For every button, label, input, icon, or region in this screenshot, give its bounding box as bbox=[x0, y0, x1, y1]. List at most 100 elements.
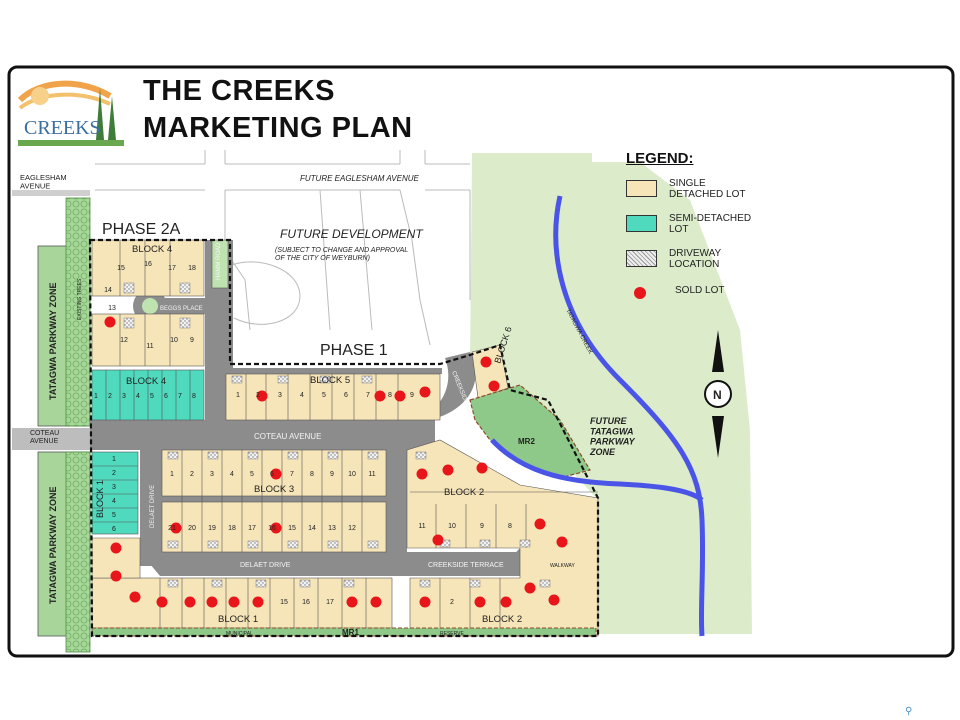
lot-number: 2 bbox=[450, 599, 454, 606]
tatagwa-parkway-zone-north: TATAGWA PARKWAY ZONE bbox=[48, 282, 58, 400]
sold-lot-dot bbox=[419, 386, 431, 398]
sold-lot-dot bbox=[110, 570, 122, 582]
lot-number: 15 bbox=[117, 265, 125, 272]
block4-top-label: BLOCK 4 bbox=[132, 244, 172, 255]
single-detached-lots bbox=[91, 239, 599, 637]
sold-lot-dot bbox=[129, 591, 141, 603]
lot-number: 5 bbox=[150, 393, 154, 400]
sold-lot-dot bbox=[548, 594, 560, 606]
sold-lot-dot bbox=[442, 464, 454, 476]
legend-label-sold: SOLD LOT bbox=[675, 285, 725, 296]
sold-lot-dot bbox=[156, 596, 168, 608]
lot-number: 17 bbox=[326, 599, 334, 606]
creek-branch bbox=[490, 438, 704, 503]
lot-number: 2 bbox=[190, 471, 194, 478]
sold-lot-dot bbox=[488, 380, 500, 392]
lot-number: 12 bbox=[348, 525, 356, 532]
tatagwa-creek bbox=[553, 195, 706, 637]
semi-lot-swatch-icon bbox=[626, 215, 657, 232]
lot-number: 2 bbox=[112, 470, 116, 477]
lot-number: 11 bbox=[146, 343, 153, 350]
block2-bottom-label: BLOCK 2 bbox=[482, 614, 522, 625]
driveway-markers bbox=[123, 282, 551, 588]
sold-lot-dot bbox=[228, 596, 240, 608]
lot-number: 15 bbox=[280, 599, 288, 606]
eaglesham-road-strip bbox=[12, 190, 90, 196]
block1-bottom-label: BLOCK 1 bbox=[218, 614, 258, 625]
sold-lot-dot bbox=[270, 468, 282, 480]
creeks-logo bbox=[16, 72, 126, 150]
lot-number: 18 bbox=[228, 525, 236, 532]
sold-lot-dot bbox=[170, 522, 182, 534]
lot-number: 19 bbox=[208, 525, 216, 532]
coteau-road-west bbox=[12, 428, 90, 450]
sold-lot-dot bbox=[556, 536, 568, 548]
lot-number: 4 bbox=[230, 471, 234, 478]
sold-lot-dot bbox=[419, 596, 431, 608]
sold-lot-dot bbox=[394, 390, 406, 402]
block5-label: BLOCK 5 bbox=[310, 375, 350, 386]
lot-number: 4 bbox=[112, 498, 116, 505]
lot-number: 6 bbox=[164, 393, 168, 400]
lot-number: 6 bbox=[270, 471, 274, 478]
lot-number: 8 bbox=[310, 471, 314, 478]
block3-label: BLOCK 3 bbox=[254, 484, 294, 495]
lot-number: 3 bbox=[278, 392, 282, 399]
lot-number: 21 bbox=[168, 525, 176, 532]
sold-lot-dot bbox=[432, 534, 444, 546]
walkway-label: WALKWAY bbox=[550, 563, 575, 569]
north-arrow-icon bbox=[704, 330, 732, 458]
lot-number: 7 bbox=[290, 471, 294, 478]
block2-label: BLOCK 2 bbox=[444, 487, 484, 498]
phase-2a-label: PHASE 2A bbox=[102, 221, 181, 238]
lot-number: 8 bbox=[388, 392, 392, 399]
future-street-outlines bbox=[95, 150, 471, 346]
lot-number: 8 bbox=[192, 393, 196, 400]
lot-number: 7 bbox=[178, 393, 182, 400]
lot-number: 10 bbox=[448, 523, 456, 530]
hamm-road-label: HAMM ROAD bbox=[216, 242, 222, 280]
lot-number: 18 bbox=[188, 265, 196, 272]
lot-number: 11 bbox=[368, 471, 375, 478]
lot-number: 2 bbox=[256, 392, 260, 399]
lot-number: 4 bbox=[300, 392, 304, 399]
tatagwa-parkway-zone-south: TATAGWA PARKWAY ZONE bbox=[48, 486, 58, 604]
block4-semi-label: BLOCK 4 bbox=[126, 376, 166, 387]
lot-number: 4 bbox=[136, 393, 140, 400]
lot-number: 1 bbox=[236, 392, 240, 399]
sold-lot-dot bbox=[480, 356, 492, 368]
lot-number: 3 bbox=[112, 484, 116, 491]
driveway-swatch-icon bbox=[626, 250, 657, 267]
sold-lot-dot bbox=[524, 582, 536, 594]
lot-number: 9 bbox=[480, 523, 484, 530]
lot-number: 15 bbox=[288, 525, 296, 532]
lot-number: 9 bbox=[410, 392, 414, 399]
existing-trees-north bbox=[65, 197, 91, 427]
location-pin-icon: ⚲ bbox=[905, 706, 913, 717]
lot-number: 8 bbox=[508, 523, 512, 530]
sold-lot-dot bbox=[110, 542, 122, 554]
lot-number: 6 bbox=[344, 392, 348, 399]
sold-lot-dot bbox=[270, 522, 282, 534]
lot-number: 5 bbox=[250, 471, 254, 478]
lot-number: 6 bbox=[112, 526, 116, 533]
delaet-drive-vertical-label: DELAET DRIVE bbox=[150, 485, 156, 528]
sold-lot-dot bbox=[252, 596, 264, 608]
legend-label-single: SINGLE DETACHED LOT bbox=[669, 178, 746, 200]
sold-lot-dot bbox=[206, 596, 218, 608]
lot-number: 20 bbox=[188, 525, 196, 532]
existing-trees-label: EXISTING TREES bbox=[77, 278, 83, 320]
sold-lots bbox=[104, 316, 568, 608]
reserve-label: RESERVE bbox=[440, 631, 464, 637]
sold-lot-dot bbox=[370, 596, 382, 608]
existing-trees-south bbox=[65, 451, 91, 653]
lot-number: 2 bbox=[108, 393, 112, 400]
municipal-label: MUNICIPAL bbox=[226, 631, 253, 637]
lot-number: 3 bbox=[122, 393, 126, 400]
sold-lot-dot bbox=[374, 390, 386, 402]
lot-number: 5 bbox=[112, 512, 116, 519]
